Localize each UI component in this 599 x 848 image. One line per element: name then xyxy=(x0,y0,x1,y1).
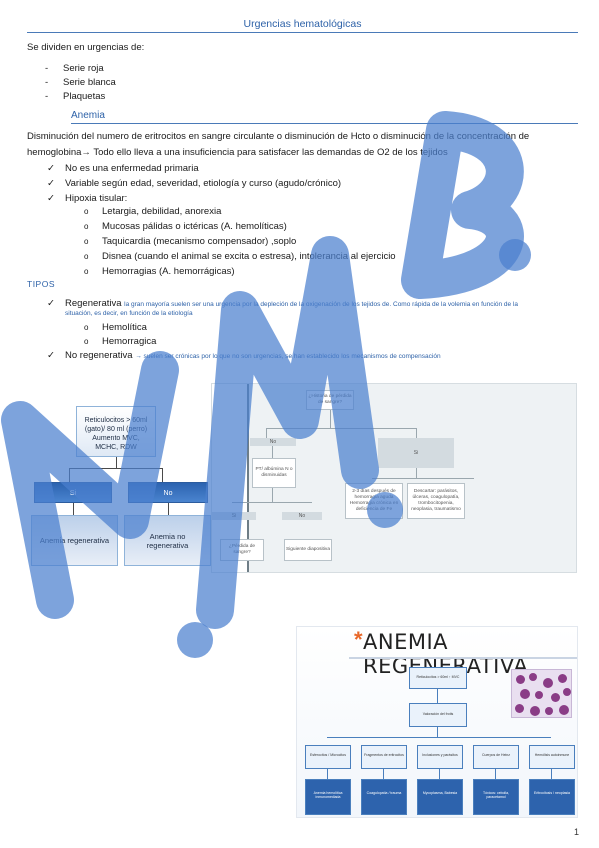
embedded-flowchart-image: ¿Historia de pérdida de sangre? No Si PT… xyxy=(211,383,577,573)
check-icon: ✓ xyxy=(47,163,55,174)
section-title: Anemia xyxy=(71,110,578,124)
flow-box-yes: Si xyxy=(34,482,112,503)
slide-node: Hemólisis autoinmune xyxy=(529,745,575,769)
slide-node: Mycoplasma, Babesia xyxy=(417,779,463,815)
check-item: ✓Variable según edad, severidad, etiolog… xyxy=(47,178,342,189)
star-icon: * xyxy=(354,627,363,652)
intro-text: Se dividen en urgencias de: xyxy=(27,42,145,53)
check-item: ✓Hipoxia tisular: xyxy=(47,193,128,204)
page-number: 1 xyxy=(574,827,580,837)
flow-node: Descartar: parásitos, úlceras, coagulopa… xyxy=(407,483,465,519)
slide-node: Reticulocitos > 60ml ↑ MVC xyxy=(409,667,467,689)
flow-connector xyxy=(73,503,74,515)
flow-node: ¿Pérdida de sangre? xyxy=(220,539,264,561)
flow-branch: Si xyxy=(378,438,454,468)
flow-connector xyxy=(69,468,162,469)
tipos-heading: TIPOS xyxy=(27,279,56,289)
check-icon: ✓ xyxy=(47,178,55,189)
definition-paragraph: Disminución del numero de eritrocitos en… xyxy=(27,131,530,158)
slide-node: Valoración del frotis xyxy=(409,703,467,727)
header-title: Urgencias hematológicas xyxy=(243,18,362,30)
blood-smear-image xyxy=(511,669,572,718)
flow-box-no: No xyxy=(128,482,208,503)
slide-node: Anemia hemolítica inmunomediada xyxy=(305,779,351,815)
flow-branch: Si xyxy=(212,512,256,520)
flow-node: ¿Historia de pérdida de sangre? xyxy=(306,390,354,410)
flow-connector xyxy=(69,468,70,482)
list-item: -Plaquetas xyxy=(45,91,106,102)
slide-node: Esferocitos / Microcitos xyxy=(305,745,351,769)
slide-image: * ANEMIA REGENERATIVA Reticulocitos > 60… xyxy=(296,626,578,818)
check-icon: ✓ xyxy=(47,193,55,204)
flow-branch: No xyxy=(250,438,296,446)
slide-node: Coagulopatía / trauma xyxy=(361,779,407,815)
list-item: -Serie blanca xyxy=(45,77,116,88)
check-item-regenerativa: ✓Regenerativa la gran mayoría suelen ser… xyxy=(47,298,519,309)
flow-connector xyxy=(116,457,117,468)
slide-node: Cuerpos de Heinz xyxy=(473,745,519,769)
check-icon: ✓ xyxy=(47,298,55,309)
check-item: ✓No es una enfermedad primaria xyxy=(47,163,199,174)
flow-node: PT/ albúmina N o disminuidas xyxy=(252,458,296,488)
slide-node: Fragmentos de eritrocitos xyxy=(361,745,407,769)
slide-node: Inclusiones y parásitos xyxy=(417,745,463,769)
regenerativa-note: situación, es decir, en función de la et… xyxy=(65,310,193,317)
slide-node: Tóxicos: cebolla, paracetamol xyxy=(473,779,519,815)
flow-node: Siguiente diapositiva xyxy=(284,539,332,561)
flow-branch: No xyxy=(282,512,322,520)
flow-connector xyxy=(168,503,169,515)
flow-result-no-regenerativa: Anemia no regenerativa xyxy=(124,515,211,566)
check-item-no-regenerativa: ✓No regenerativa → suelen ser crónicas p… xyxy=(47,350,441,361)
flow-box-top: Reticulocitos > 60ml (gato)/ 80 ml (perr… xyxy=(76,406,156,457)
flow-node: 2-3 días después de hemorragia aguda Hem… xyxy=(345,483,403,519)
list-item: -Serie roja xyxy=(45,63,104,74)
check-icon: ✓ xyxy=(47,350,55,361)
slide-node: Eritrocitosis / neoplasia xyxy=(529,779,575,815)
flow-connector xyxy=(162,468,163,482)
flow-result-regenerativa: Anemia regenerativa xyxy=(31,515,118,566)
page-header: Urgencias hematológicas xyxy=(27,18,578,33)
